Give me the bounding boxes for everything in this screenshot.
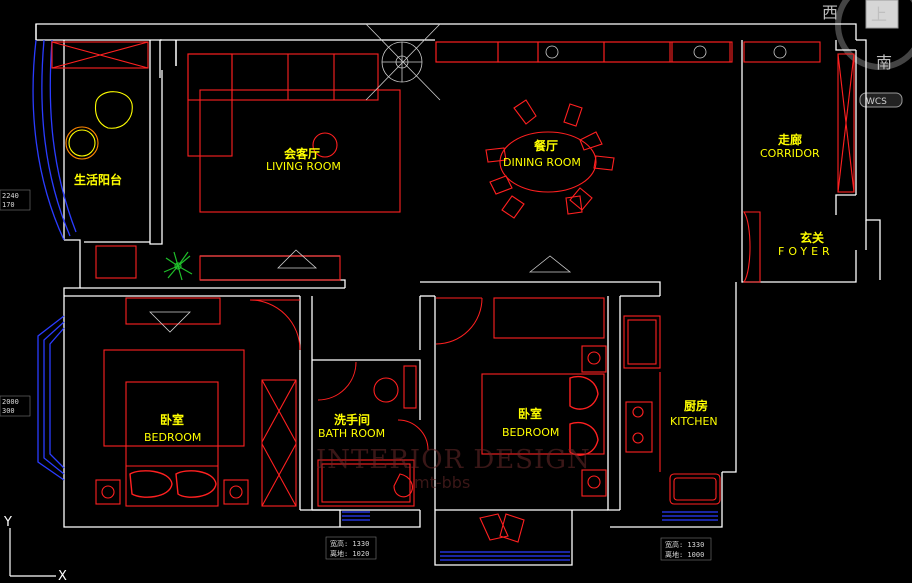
ornaments (149, 23, 787, 333)
label-bath-en: BATH ROOM (318, 427, 385, 440)
label-living-en: LIVING ROOM (266, 160, 341, 173)
label-bedroom-left-en: BEDROOM (144, 431, 201, 444)
wcs-button[interactable] (859, 92, 903, 108)
dim-bottom-mid-1: 宽高: 1330 (330, 539, 369, 548)
dim-bottom-right-1: 宽高: 1330 (665, 540, 704, 549)
label-corridor-cn: 走廊 (778, 132, 802, 147)
dim-left-upper-1: 2240 (2, 192, 19, 200)
windows (32, 39, 718, 561)
wcs-label: WCS (866, 97, 887, 107)
viewcube[interactable]: 上 西 南 WCS (822, 0, 912, 108)
label-kitchen-en: KITCHEN (670, 415, 718, 428)
label-bedroom-left-cn: 卧室 (160, 412, 184, 427)
furniture (51, 41, 855, 543)
label-living-cn: 会客厅 (284, 146, 320, 161)
plant-icon (163, 251, 193, 281)
dim-left-upper-2: 170 (2, 201, 15, 209)
watermark-line2: mt-bbs (414, 473, 470, 492)
compass-up: 上 (871, 5, 887, 24)
ucs-axis-icon[interactable]: Y X (3, 515, 67, 583)
room-labels: 生活阳台 会客厅 LIVING ROOM 餐厅 DINING ROOM 走廊 C… (74, 132, 834, 444)
label-foyer-cn: 玄关 (800, 230, 824, 245)
label-foyer-en: FOYER (778, 245, 834, 258)
label-dining-cn: 餐厅 (534, 138, 558, 153)
label-corridor-en: CORRIDOR (760, 147, 820, 160)
dimension-tags: 2240 170 2000 300 宽高: 1330 离地: 1020 宽高: … (0, 189, 712, 561)
label-balcony-cn: 生活阳台 (74, 172, 122, 187)
label-bedroom-mid-en: BEDROOM (502, 426, 559, 439)
label-kitchen-cn: 厨房 (684, 398, 708, 413)
compass-south: 南 (876, 53, 892, 72)
axis-x-label: X (58, 569, 67, 583)
axis-y-label: Y (3, 515, 12, 530)
watermark-line1: INTERIOR DESIGN (316, 445, 591, 475)
watermark: INTERIOR DESIGN mt-bbs (316, 445, 591, 492)
label-bedroom-mid-cn: 卧室 (518, 406, 542, 421)
dim-left-lower-1: 2000 (2, 398, 19, 406)
dim-left-lower-2: 300 (2, 407, 15, 415)
label-bath-cn: 洗手间 (334, 412, 370, 427)
doors (249, 297, 483, 451)
compass-west: 西 (822, 3, 838, 22)
label-dining-en: DINING ROOM (503, 156, 581, 169)
dim-bottom-right-2: 离地: 1000 (665, 550, 704, 559)
dim-bottom-mid-2: 离地: 1020 (330, 549, 369, 558)
